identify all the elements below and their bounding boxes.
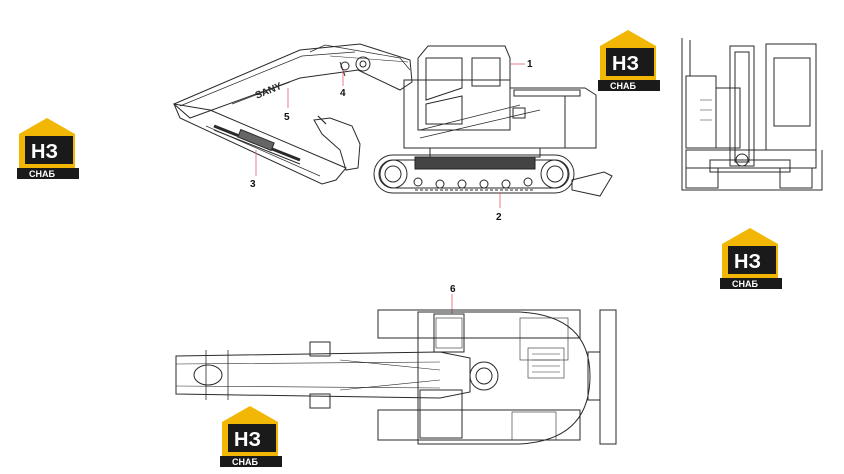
bucket xyxy=(313,115,361,171)
side-view: SANY xyxy=(173,43,613,197)
callout-leaders xyxy=(255,63,525,314)
svg-text:НЗ: НЗ xyxy=(612,53,639,75)
svg-text:СНАБ: СНАБ xyxy=(29,169,55,179)
callout-6: 6 xyxy=(450,284,456,295)
dozer-blade xyxy=(571,171,613,197)
callout-5: 5 xyxy=(284,112,290,123)
watermark-logo: НЗ СНАБ xyxy=(598,30,660,91)
cab xyxy=(417,45,511,131)
front-view xyxy=(681,38,823,191)
callout-labels: 1 2 3 4 5 6 xyxy=(250,59,533,295)
watermark-logo: НЗ СНАБ xyxy=(220,406,282,467)
boom-cylinder xyxy=(213,124,301,165)
svg-text:СНАБ: СНАБ xyxy=(732,279,758,289)
callout-2: 2 xyxy=(496,212,502,223)
callout-1: 1 xyxy=(527,59,533,70)
svg-text:СНАБ: СНАБ xyxy=(232,457,258,467)
boom-brand-label: SANY xyxy=(254,81,284,102)
upper-structure xyxy=(403,79,597,149)
callout-4: 4 xyxy=(340,88,346,99)
svg-text:СНАБ: СНАБ xyxy=(610,81,636,91)
svg-text:НЗ: НЗ xyxy=(234,429,261,451)
callout-3: 3 xyxy=(250,179,256,190)
boom: SANY xyxy=(173,43,413,119)
svg-text:НЗ: НЗ xyxy=(734,251,761,273)
watermark-logo: НЗ СНАБ xyxy=(17,118,79,179)
svg-text:НЗ: НЗ xyxy=(31,141,58,163)
track-assembly xyxy=(373,154,575,194)
top-view xyxy=(175,309,617,445)
watermark-logo: НЗ СНАБ xyxy=(720,228,782,289)
